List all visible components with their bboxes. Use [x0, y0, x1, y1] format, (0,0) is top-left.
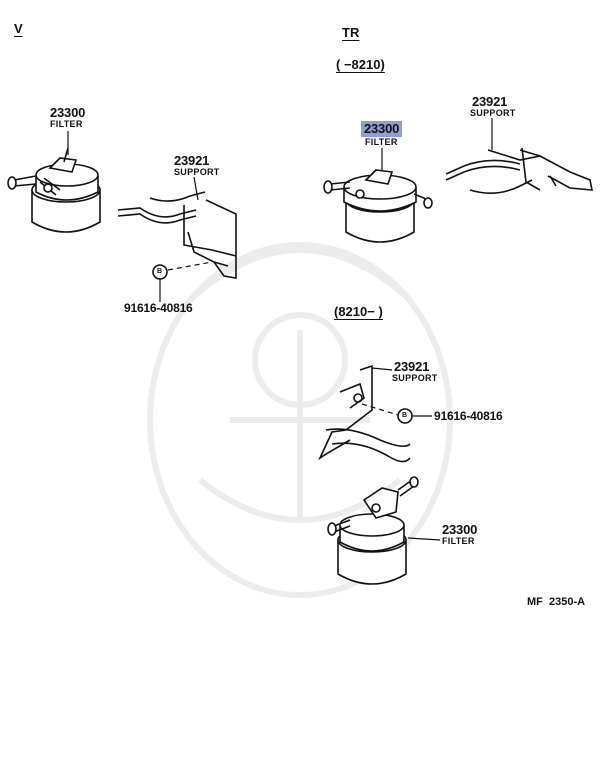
- filter-tr-early-drawing: [323, 169, 433, 243]
- part-number-filter-tr-early[interactable]: 23300: [361, 121, 403, 137]
- part-number-bolt-tr-late[interactable]: 91616-40816: [434, 409, 503, 423]
- part-number-bolt-v[interactable]: 91616-40816: [124, 301, 193, 315]
- part-number-filter-tr-late[interactable]: 23300: [442, 522, 478, 537]
- part-name-support-tr-early: SUPPORT: [470, 108, 516, 118]
- date-range-early: ( −8210): [336, 57, 385, 72]
- part-name-filter-v: FILTER: [50, 119, 83, 129]
- bolt-symbol-tr-late: B: [402, 412, 408, 419]
- support-tr-late-drawing: [318, 364, 411, 463]
- section-header-v: V: [14, 21, 23, 36]
- figure-code: MF 2350-A: [527, 596, 586, 608]
- part-number-support-v[interactable]: 23921: [174, 153, 210, 168]
- filter-v-drawing: [7, 147, 101, 233]
- filter-tr-late-drawing: [327, 476, 419, 585]
- part-number-support-tr-early[interactable]: 23921: [472, 94, 508, 109]
- part-name-support-v: SUPPORT: [174, 167, 220, 177]
- bolt-symbol-v: B: [157, 268, 163, 275]
- part-number-support-tr-late[interactable]: 23921: [394, 359, 430, 374]
- part-number-filter-v[interactable]: 23300: [50, 105, 86, 120]
- part-name-filter-tr-early: FILTER: [365, 137, 398, 147]
- part-name-filter-tr-late: FILTER: [442, 536, 475, 546]
- support-tr-early-drawing: [445, 147, 593, 194]
- support-v-drawing: [117, 191, 237, 279]
- section-header-tr: TR: [342, 25, 360, 40]
- date-range-late: (8210− ): [334, 304, 383, 319]
- part-name-support-tr-late: SUPPORT: [392, 373, 438, 383]
